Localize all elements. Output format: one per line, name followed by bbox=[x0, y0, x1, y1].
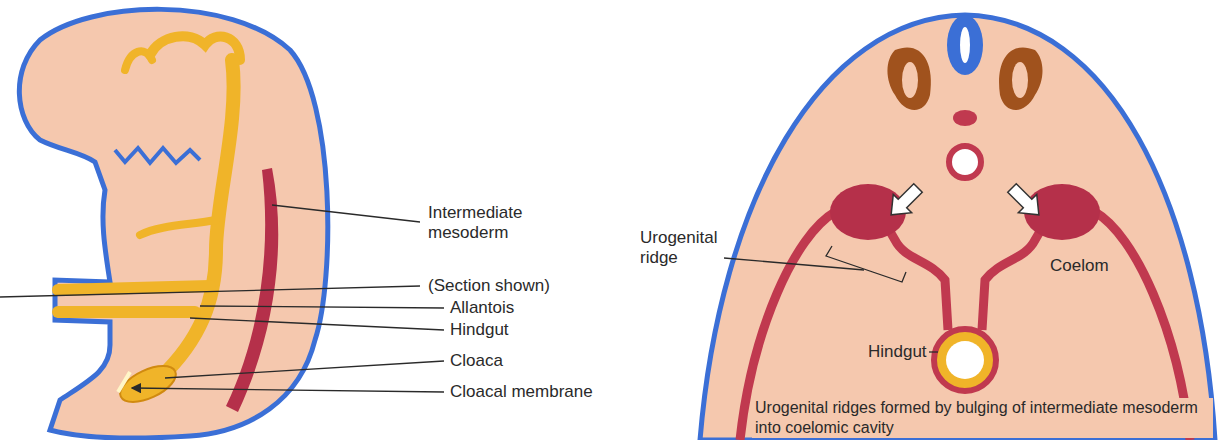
part-label: Intermediate mesoderm bbox=[428, 203, 538, 243]
somite bbox=[888, 47, 931, 110]
part-label: Hindgut bbox=[868, 342, 938, 362]
aorta bbox=[949, 146, 981, 178]
hindgut-lumen bbox=[946, 341, 984, 379]
notochord bbox=[953, 110, 977, 126]
somite bbox=[999, 47, 1042, 110]
somite-cavity bbox=[1012, 62, 1028, 98]
part-label: Urogenital ridge bbox=[640, 228, 730, 268]
part-label: Cloaca bbox=[450, 351, 590, 371]
hollow-arrow bbox=[882, 179, 927, 224]
part-label: Hindgut bbox=[450, 320, 590, 340]
cloaca bbox=[115, 359, 181, 410]
neural-tube bbox=[947, 15, 983, 75]
pharyngeal-arches bbox=[115, 148, 200, 163]
cloacal-membrane bbox=[118, 372, 130, 392]
figure-caption: Urogenital ridges formed by bulging of i… bbox=[752, 398, 1213, 438]
hollow-arrow bbox=[1003, 179, 1048, 224]
part-label: Coelom bbox=[1050, 256, 1140, 276]
leader-lines bbox=[724, 246, 938, 352]
part-label: (Section shown) bbox=[428, 276, 588, 296]
leader-lines bbox=[0, 205, 444, 392]
gut-tube bbox=[58, 36, 240, 378]
part-label: Cloacal membrane bbox=[450, 382, 650, 402]
somite-cavity bbox=[902, 62, 918, 98]
neural-canal bbox=[960, 27, 970, 63]
hindgut-section bbox=[934, 329, 996, 391]
part-label: Allantois bbox=[450, 298, 590, 318]
section-body bbox=[700, 15, 1215, 440]
embryo-body bbox=[19, 9, 327, 438]
